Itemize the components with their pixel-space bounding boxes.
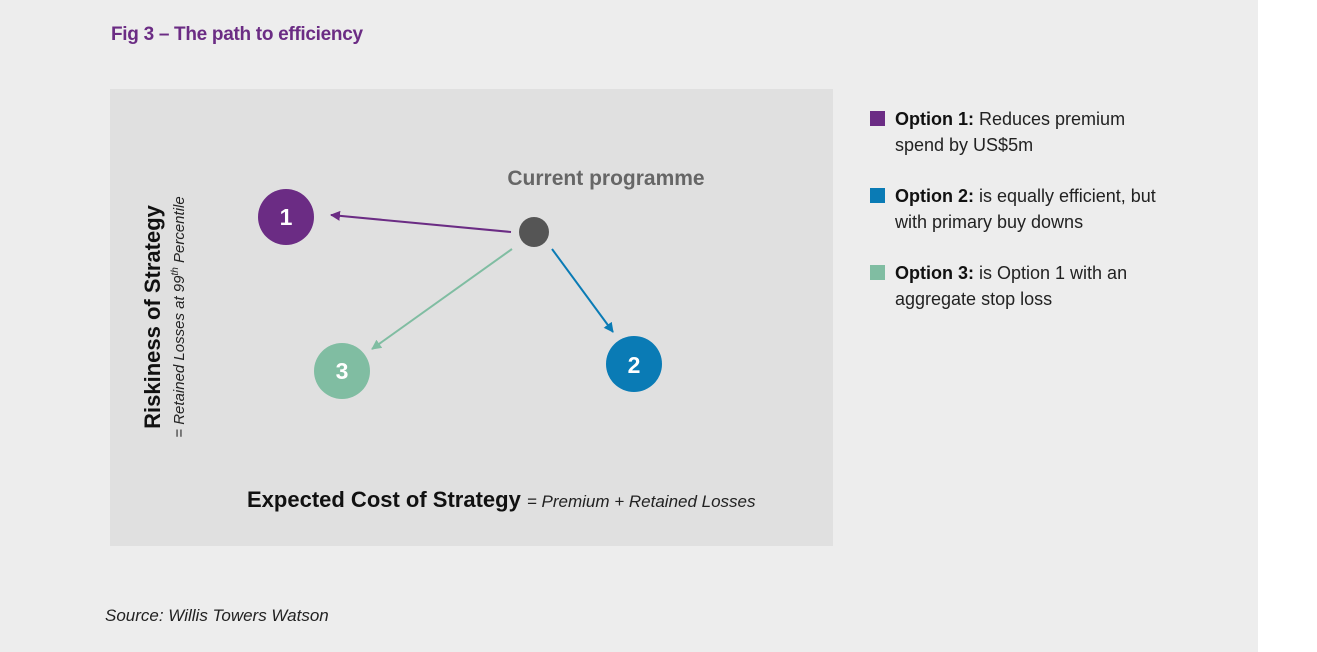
option-3-node (314, 343, 370, 399)
figure-title: Fig 3 – The path to efficiency (111, 24, 363, 45)
current-programme-node (519, 217, 549, 247)
legend-option-2-title: Option 2: (895, 186, 974, 206)
legend-swatch-option-1 (870, 111, 885, 126)
option-2-node-label: 2 (628, 352, 641, 378)
x-axis-sub-label: = Premium + Retained Losses (527, 492, 756, 511)
option-1-node (258, 189, 314, 245)
y-axis-sub-label: = Retained Losses at 99th Percentile (170, 196, 188, 437)
x-axis-main-label: Expected Cost of Strategy (247, 487, 522, 512)
option-1-node-label: 1 (280, 204, 293, 230)
legend-option-1-title: Option 1: (895, 109, 974, 129)
legend-option-1-text: Reduces premium spend by US$5m (895, 109, 1126, 155)
x-axis-label: Expected Cost of Strategy = Premium + Ret… (247, 487, 756, 512)
legend-swatch-option-2 (870, 188, 885, 203)
legend: Option 1: Reduces premium spend by US$5m… (870, 106, 1170, 337)
current-programme-label: Current programme (507, 167, 704, 190)
option-3-node-label: 3 (336, 358, 349, 384)
legend-item-option-1: Option 1: Reduces premium spend by US$5m (870, 106, 1170, 158)
source-note: Source: Willis Towers Watson (105, 606, 329, 625)
legend-option-3-text: is Option 1 with an aggregate stop loss (895, 263, 1128, 309)
legend-swatch-option-3 (870, 265, 885, 280)
legend-item-option-3: Option 3: is Option 1 with an aggregate … (870, 260, 1170, 312)
legend-item-option-2: Option 2: is equally efficient, but with… (870, 183, 1170, 235)
diagram-svg: Current programme 1 2 3 Riskiness of Str… (140, 167, 756, 512)
legend-option-2-text: is equally efficient, but with primary b… (895, 186, 1156, 232)
arrow-to-option-3 (371, 248, 513, 350)
arrow-to-option-1 (330, 210, 512, 233)
option-2-node (606, 336, 662, 392)
y-axis-main-label: Riskiness of Strategy (140, 204, 165, 429)
y-axis-label-group: Riskiness of Strategy = Retained Losses … (140, 196, 188, 437)
legend-option-3-title: Option 3: (895, 263, 974, 283)
arrow-to-option-2 (551, 248, 614, 333)
diagram-area: Current programme 1 2 3 Riskiness of Str… (110, 89, 833, 546)
figure-panel: Fig 3 – The path to efficiency Current p… (0, 0, 1258, 652)
